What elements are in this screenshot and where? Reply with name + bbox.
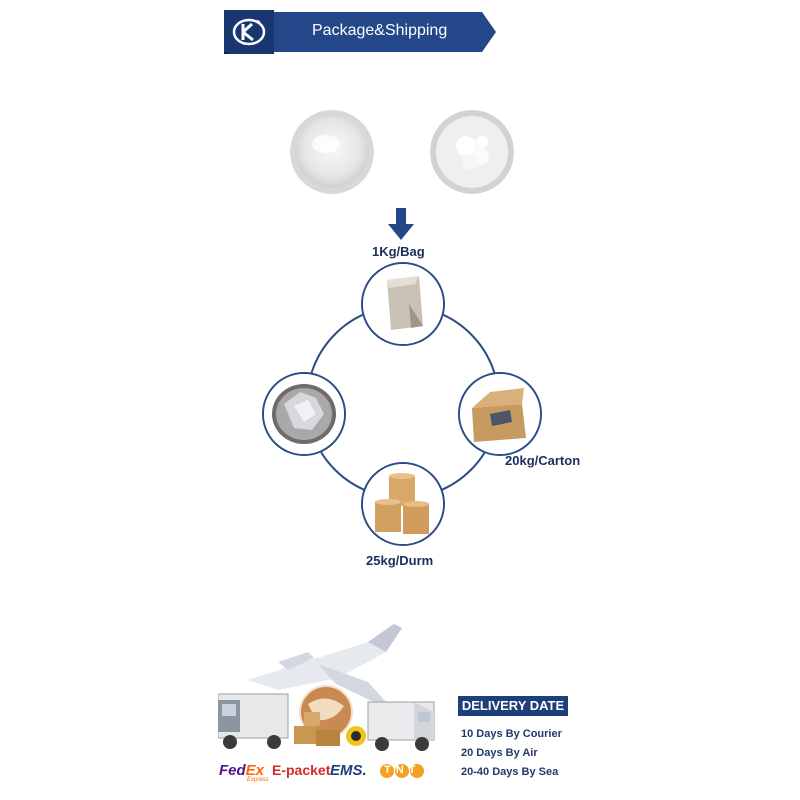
tnt-logo: TNT <box>380 762 426 778</box>
powder-sample-image-1 <box>290 110 374 194</box>
section-title: Package&Shipping <box>312 22 448 39</box>
carton-label: 20kg/Carton <box>505 453 581 468</box>
fiber-drums-image <box>361 462 445 546</box>
ems-logo: EMS. <box>330 762 367 779</box>
down-arrow-icon <box>388 208 414 240</box>
bag-label: 1Kg/Bag <box>372 244 425 259</box>
fedex-logo: FedEx Express <box>219 762 269 783</box>
drum-foil-image <box>262 372 346 456</box>
logistics-illustration <box>218 624 435 751</box>
delivery-date-heading: DELIVERY DATE <box>458 696 568 716</box>
bag-image <box>361 262 445 346</box>
epacket-logo: E-packet <box>272 762 331 778</box>
carton-image <box>458 372 542 456</box>
powder-sample-image-2 <box>430 110 514 194</box>
delivery-item-courier: 10 Days By Courier <box>461 728 562 740</box>
delivery-item-air: 20 Days By Air <box>461 747 538 759</box>
section-banner: Package&Shipping <box>224 10 496 54</box>
delivery-item-sea: 20-40 Days By Sea <box>461 766 559 778</box>
kd-logo-icon <box>232 18 266 46</box>
drum-label: 25kg/Durm <box>366 553 434 568</box>
